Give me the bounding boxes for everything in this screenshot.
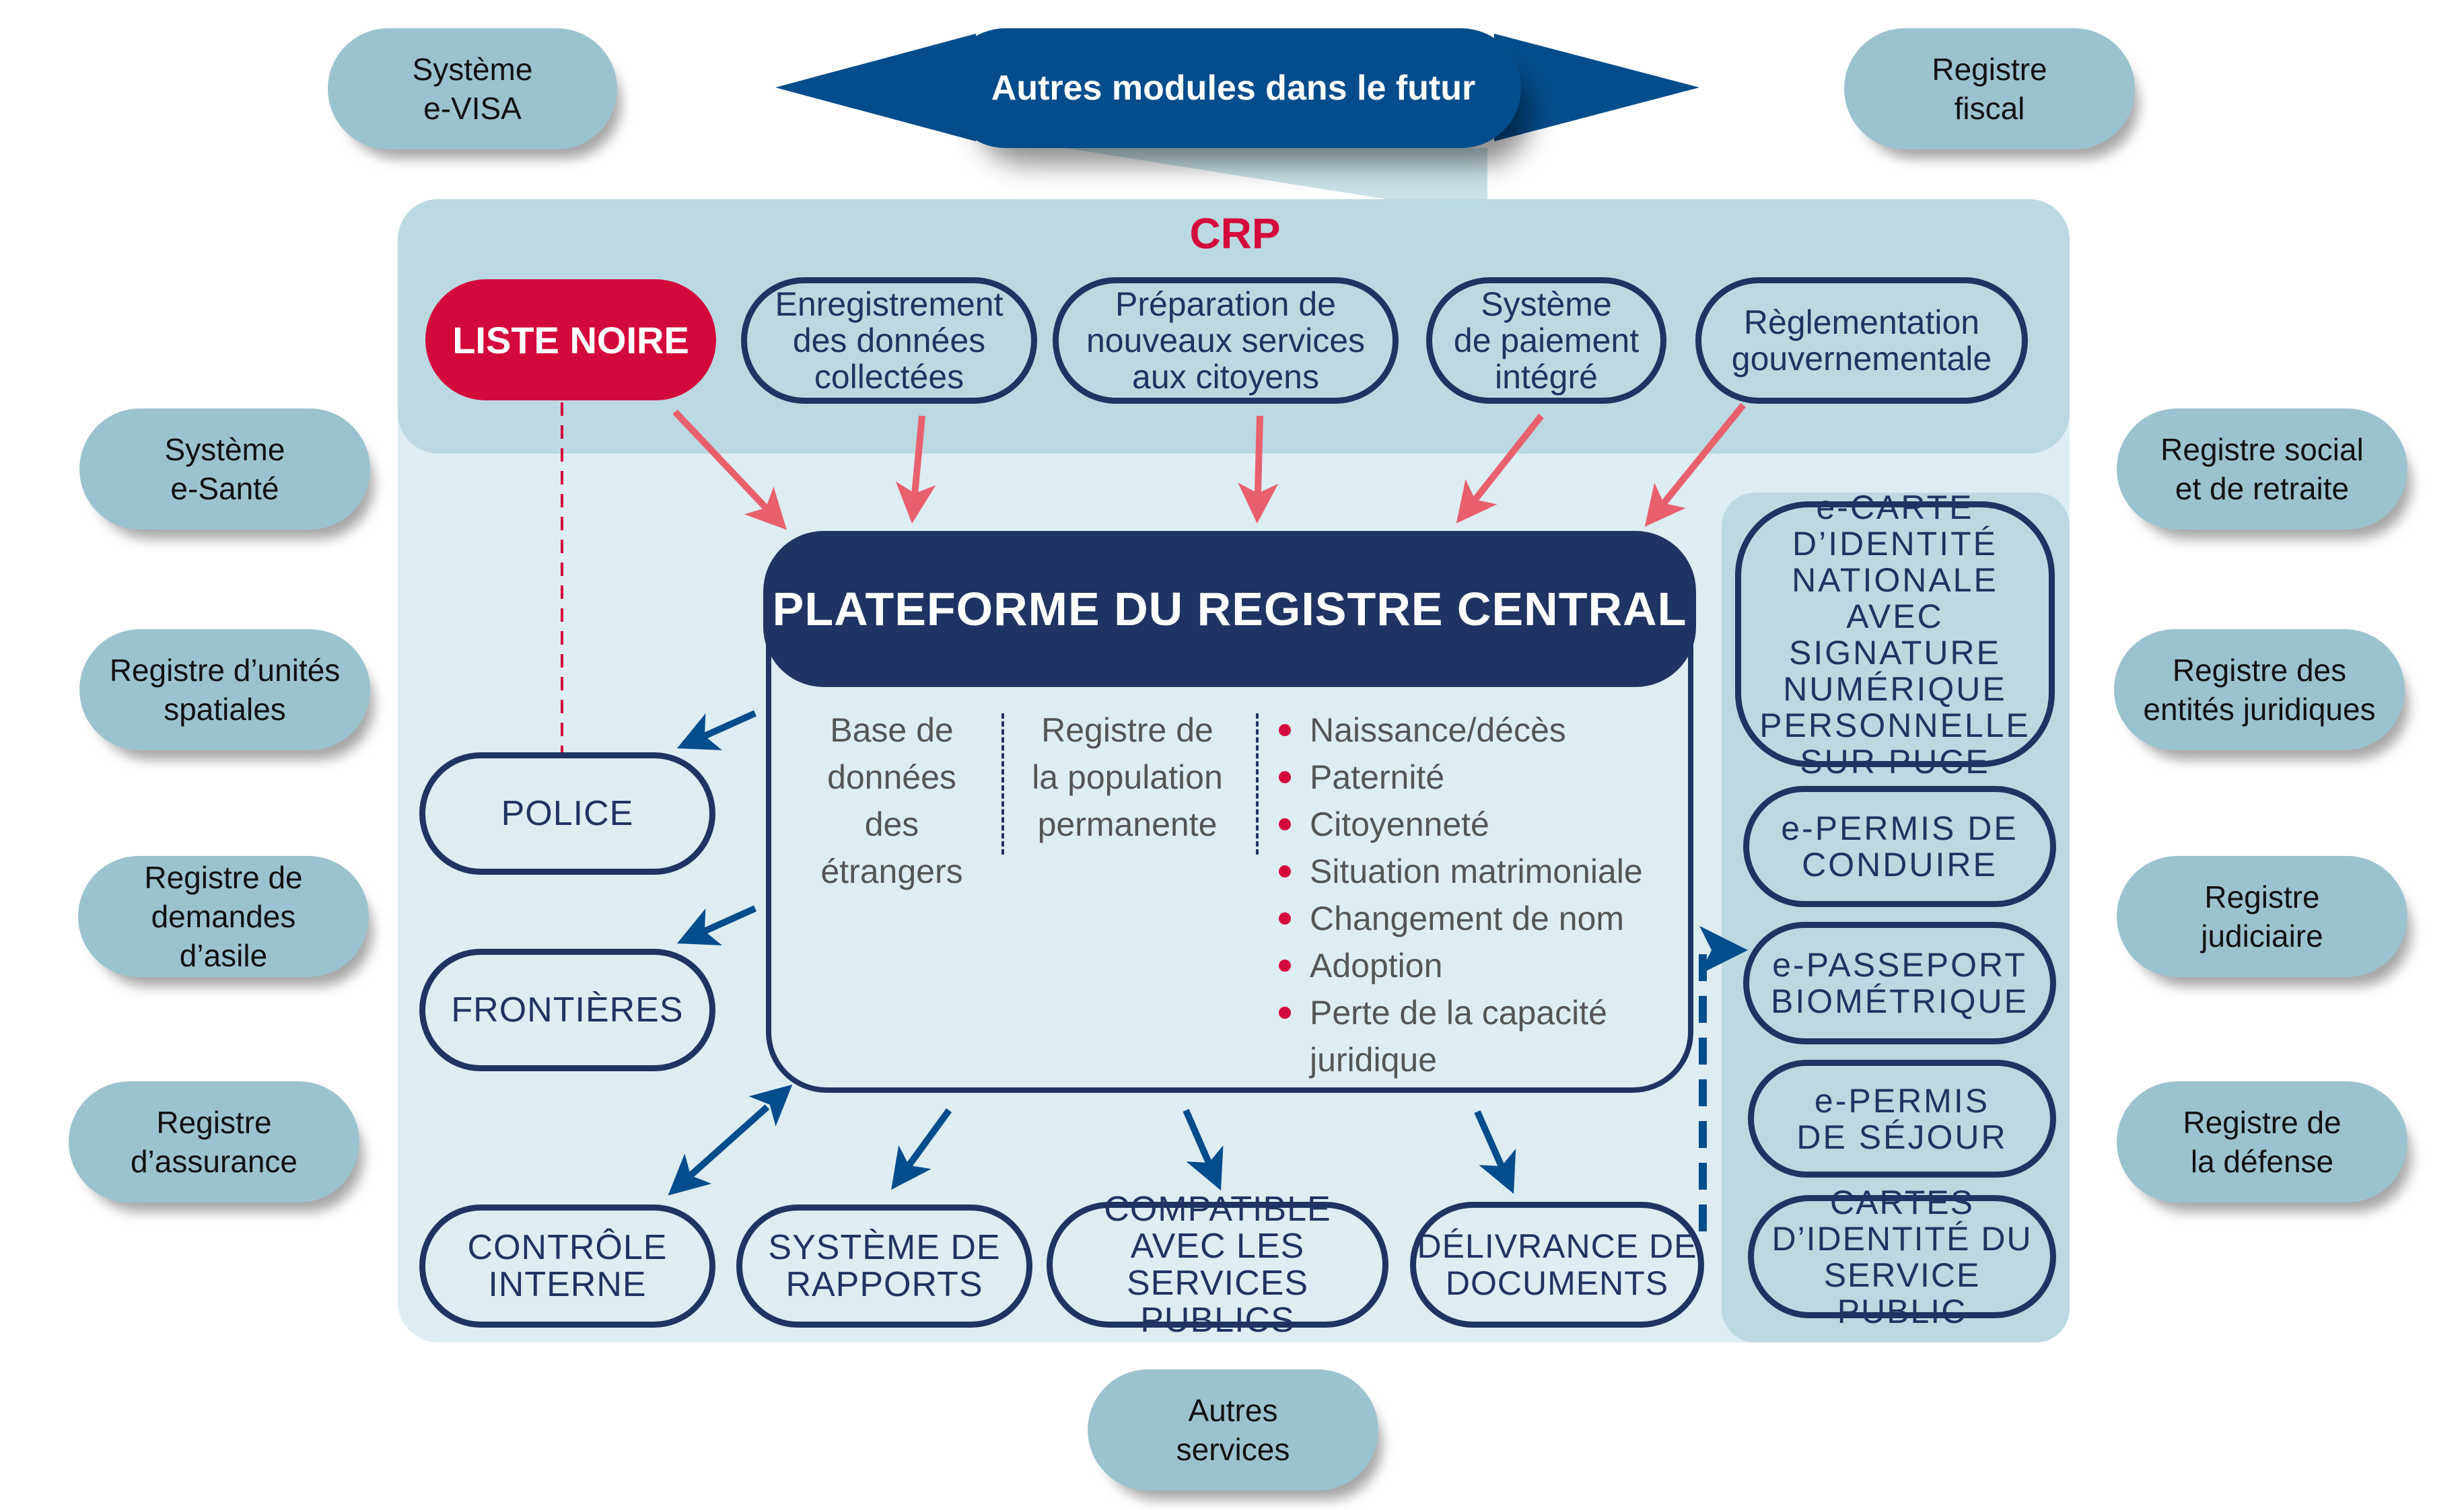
external-label: Système e-VISA [412, 52, 533, 126]
node-label: COMPATIBLE AVEC LES SERVICES PUBLICS [1104, 1189, 1331, 1340]
node-label: e-CARTE D’IDENTITÉ NATIONALE AVEC SIGNAT… [1759, 488, 2031, 781]
crp-module-label: Règlementation gouvernementale [1731, 303, 1992, 378]
e-residence-permit-node[interactable]: e-PERMIS DE SÉJOUR [1748, 1060, 2056, 1178]
police-node[interactable]: POLICE [419, 752, 715, 875]
civil-event-item: Naissance/décès [1279, 707, 1696, 754]
foreigners-database: Base de données des étrangers [820, 711, 963, 890]
external-label: Registre de demandes d’asile [144, 860, 303, 973]
external-judicial-registry[interactable]: Registre judiciaire [2117, 856, 2407, 977]
borders-node[interactable]: FRONTIÈRES [419, 949, 715, 1071]
external-ehealth[interactable]: Système e-Santé [79, 408, 370, 530]
node-label: e-PASSEPORT BIOMÉTRIQUE [1770, 946, 2029, 1020]
internal-control-node[interactable]: CONTRÔLE INTERNE [419, 1205, 715, 1328]
external-evisa[interactable]: Système e-VISA [328, 28, 617, 149]
node-label: e-PERMIS DE SÉJOUR [1796, 1081, 2008, 1156]
node-label: e-PERMIS DE CONDUIRE [1781, 810, 2018, 884]
external-legal-entities-registry[interactable]: Registre des entités juridiques [2114, 629, 2405, 750]
node-label: DÉLIVRANCE DE DOCUMENTS [1417, 1227, 1697, 1302]
crp-module-new-services[interactable]: Préparation de nouveaux services aux cit… [1053, 277, 1399, 404]
e-passport-node[interactable]: e-PASSEPORT BIOMÉTRIQUE [1743, 922, 2056, 1044]
external-insurance-registry[interactable]: Registre d’assurance [69, 1081, 359, 1202]
column-divider [1256, 713, 1259, 855]
node-label: CARTES D’IDENTITÉ DU SERVICE PUBLIC [1771, 1183, 2033, 1330]
crp-module-label: Enregistrement des données collectées [775, 285, 1004, 396]
banner-right-arrowhead [1494, 34, 1699, 141]
platform-title-bar: PLATEFORME DU REGISTRE CENTRAL [763, 531, 1696, 687]
e-driving-licence-node[interactable]: e-PERMIS DE CONDUIRE [1743, 786, 2056, 907]
external-label: Système e-Santé [164, 432, 285, 506]
crp-module-label: Système de paiement intégré [1453, 285, 1640, 396]
external-label: Registre fiscal [1932, 52, 2047, 126]
civil-event-item: Changement de nom [1279, 895, 1696, 942]
blacklist-node[interactable]: LISTE NOIRE [425, 279, 716, 400]
future-modules-banner[interactable]: Autres modules dans le futur [946, 28, 1521, 148]
external-other-services[interactable]: Autres services [1088, 1369, 1378, 1490]
civil-event-item: Adoption [1279, 942, 1696, 989]
external-social-pension-registry[interactable]: Registre social et de retraite [2117, 408, 2407, 530]
node-label: CONTRÔLE INTERNE [467, 1227, 668, 1304]
external-label: Registre d’assurance [130, 1105, 298, 1179]
document-issuance-node[interactable]: DÉLIVRANCE DE DOCUMENTS [1410, 1202, 1704, 1328]
crp-module-payment[interactable]: Système de paiement intégré [1426, 277, 1666, 404]
banner-label: Autres modules dans le futur [991, 69, 1476, 108]
crp-module-regulation[interactable]: Règlementation gouvernementale [1695, 277, 2028, 404]
external-asylum-registry[interactable]: Registre de demandes d’asile [78, 856, 369, 977]
external-defence-registry[interactable]: Registre de la défense [2117, 1081, 2407, 1202]
civil-event-item: Citoyenneté [1279, 801, 1696, 848]
external-label: Registre judiciaire [2201, 879, 2323, 954]
blacklist-label: LISTE NOIRE [452, 318, 689, 361]
external-label: Registre des entités juridiques [2143, 653, 2376, 727]
civil-event-item: Paternité [1279, 754, 1696, 801]
column-divider [1001, 713, 1004, 855]
external-label: Registre d’unités spatiales [109, 653, 341, 727]
permanent-population-registry: Registre de la population permanente [1032, 711, 1223, 843]
external-label: Autres services [1176, 1393, 1290, 1467]
crp-module-label: Préparation de nouveaux services aux cit… [1086, 285, 1366, 396]
crp-title: CRP [1189, 209, 1281, 258]
external-spatial-units-registry[interactable]: Registre d’unités spatiales [79, 629, 370, 750]
external-label: Registre de la défense [2183, 1105, 2342, 1179]
public-service-id-cards-node[interactable]: CARTES D’IDENTITÉ DU SERVICE PUBLIC [1748, 1184, 2056, 1330]
civil-event-item: Situation matrimoniale [1279, 848, 1696, 895]
national-eid-card-node[interactable]: e-CARTE D’IDENTITÉ NATIONALE AVEC SIGNAT… [1735, 489, 2055, 780]
node-label: POLICE [501, 793, 634, 833]
external-label: Registre social et de retraite [2160, 432, 2364, 506]
platform-title: PLATEFORME DU REGISTRE CENTRAL [772, 583, 1687, 635]
node-label: SYSTÈME DE RAPPORTS [768, 1227, 1001, 1304]
public-services-compatible-node[interactable]: COMPATIBLE AVEC LES SERVICES PUBLICS [1047, 1190, 1388, 1338]
node-label: FRONTIÈRES [451, 990, 684, 1030]
external-tax-registry[interactable]: Registre fiscal [1844, 28, 2135, 149]
civil-event-item: Perte de la capacité juridique [1279, 989, 1696, 1083]
reporting-system-node[interactable]: SYSTÈME DE RAPPORTS [736, 1205, 1032, 1328]
civil-events-list: Naissance/décès Paternité Citoyenneté Si… [1279, 707, 1696, 1083]
crp-module-data-collection[interactable]: Enregistrement des données collectées [741, 277, 1037, 404]
